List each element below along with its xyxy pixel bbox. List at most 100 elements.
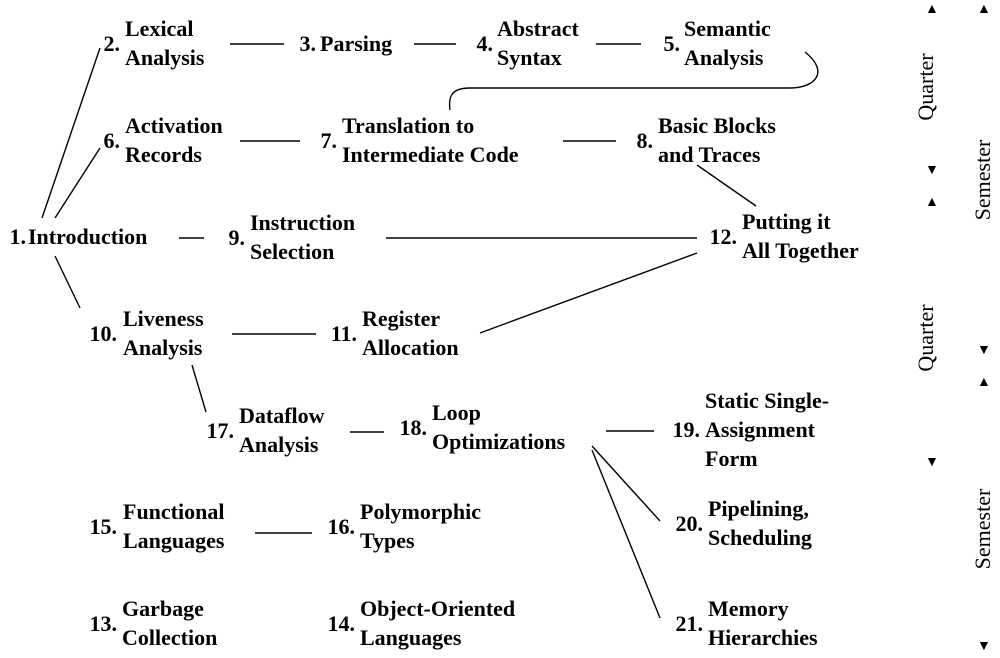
chapter-title-line: Translation to	[342, 113, 475, 138]
chapter-title-line: Allocation	[362, 335, 459, 360]
chapter-number: 12.	[709, 223, 738, 249]
chapter-title-line: Languages	[123, 528, 225, 553]
chapter-title-line: Analysis	[684, 45, 764, 70]
chapter-title-line: Object-Oriented	[360, 596, 516, 621]
chapter-title: Parsing	[320, 29, 392, 58]
chapter-title: Translation to Intermediate Code	[342, 111, 519, 169]
chapter-number: 15.	[89, 513, 118, 539]
chapter-title-line: Selection	[250, 239, 335, 264]
chapter-node-pipelining: 20.Pipelining,Scheduling	[0, 494, 812, 552]
chapter-number: 11.	[330, 320, 357, 346]
chapter-title-line: Records	[125, 142, 202, 167]
chapter-title-line: Loop	[432, 400, 481, 425]
chapter-number: 7.	[320, 127, 338, 153]
quarter-bottom-label: Quarter	[913, 304, 938, 372]
chapter-title: Putting it All Together	[742, 207, 859, 265]
quarter-bottom-start-arrow-icon: ▲	[925, 195, 939, 210]
chapter-title-line: Instruction	[250, 210, 356, 235]
chapter-title-line: Putting it	[742, 209, 831, 234]
chapter-title: Basic Blocks and Traces	[658, 111, 776, 169]
chapter-number: 4.	[476, 30, 494, 56]
chapter-title-line: Analysis	[239, 432, 319, 457]
chapter-title-line: Scheduling	[708, 525, 812, 550]
chapter-title-line: Analysis	[125, 45, 205, 70]
edge-semantic-analysis-to-translation	[448, 51, 819, 111]
chapter-title-line: Intermediate Code	[342, 142, 519, 167]
chapter-title-line: Abstract	[497, 16, 579, 41]
semester-top-start-arrow-icon: ▲	[977, 2, 991, 17]
chapter-node-putting-together: 12.Putting it All Together	[0, 207, 859, 265]
chapter-title-line: All Together	[742, 238, 859, 263]
chapter-node-translation: 7.Translation to Intermediate Code	[0, 111, 519, 169]
chapter-title-line: Activation	[125, 113, 223, 138]
chapter-number: 2.	[103, 30, 121, 56]
chapter-title: Introduction	[28, 222, 147, 251]
chapter-number: 19.	[672, 417, 701, 442]
chapter-title-line: and Traces	[658, 142, 761, 167]
edge-introduction-to-activation-records	[54, 147, 101, 219]
semester-bottom-label: Semester	[970, 488, 995, 570]
chapter-title: Pipelining,Scheduling	[708, 494, 812, 552]
chapter-title-line: Languages	[360, 625, 462, 650]
chapter-node-introduction: 1.Introduction	[0, 222, 148, 251]
chapter-title-line: Basic Blocks	[658, 113, 776, 138]
semester-bottom-end-arrow-icon: ▼	[977, 639, 991, 654]
chapter-number: 21.	[675, 610, 704, 636]
chapter-title-line: Lexical	[125, 16, 194, 41]
chapter-number: 20.	[675, 510, 704, 536]
chapter-number: 8.	[636, 127, 654, 153]
chapter-title-line: Analysis	[123, 335, 203, 360]
chapter-node-parsing: 3.Parsing	[0, 29, 393, 58]
edge-basic-blocks-to-putting-together	[696, 164, 757, 207]
chapter-title-line: Form	[705, 446, 758, 471]
edge-loop-optimizations-to-pipelining	[591, 445, 661, 522]
chapter-number: 5.	[663, 30, 681, 56]
semester-top-label: Semester	[970, 139, 995, 221]
chapter-number: 17.	[206, 417, 235, 443]
edge-introduction-to-lexical-analysis	[41, 47, 101, 219]
chapter-number: 10.	[89, 320, 118, 346]
chapter-number: 6.	[103, 127, 121, 153]
chapter-title-line: Optimizations	[432, 429, 566, 454]
chapter-number: 1.	[9, 224, 27, 249]
chapter-title-line: Polymorphic	[360, 499, 481, 524]
chapter-node-basic-blocks: 8.Basic Blocks and Traces	[0, 111, 776, 169]
chapter-number: 14.	[327, 610, 356, 636]
quarter-bottom-end-arrow-icon: ▼	[925, 455, 939, 470]
semester-top-end-arrow-icon: ▼	[977, 343, 991, 358]
chapter-title-line: Assignment	[705, 417, 816, 442]
quarter-top-start-arrow-icon: ▲	[925, 2, 939, 17]
quarter-top-end-arrow-icon: ▼	[925, 163, 939, 178]
chapter-title-line: Liveness	[123, 306, 204, 331]
edge-register-allocation-to-putting-together	[479, 252, 698, 334]
edge-introduction-to-liveness-analysis	[54, 255, 81, 309]
chapter-title-line: Collection	[122, 625, 218, 650]
chapter-number: 16.	[327, 513, 356, 539]
edge-loop-optimizations-to-memory-hierarchies	[591, 449, 661, 619]
edge-liveness-analysis-to-dataflow-analysis	[191, 364, 207, 413]
